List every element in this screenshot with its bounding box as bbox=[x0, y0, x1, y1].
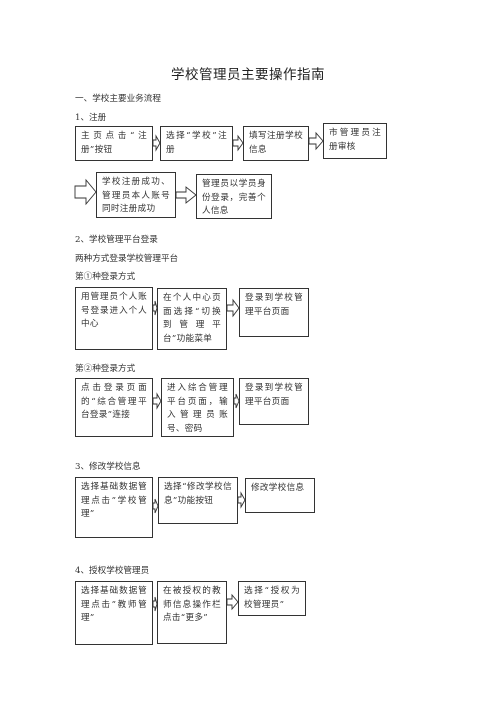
arrow-right-icon bbox=[237, 491, 246, 509]
register-step-6: 管理员以学员身份登录，完善个人信息 bbox=[196, 174, 272, 219]
login-m2-step-1: 点击登录页面的“综合管理平台登录”连接 bbox=[75, 378, 153, 437]
authorize-step-1: 选择基础数据管理点击”教师管理” bbox=[75, 581, 153, 645]
section-4-heading: 4、授权学校管理员 bbox=[75, 566, 150, 576]
login-m2-step-2: 进入综合管理平台页面，输入管理员账号、密码 bbox=[161, 378, 234, 437]
login-intro: 两种方式登录学校管理平台 bbox=[75, 254, 179, 264]
arrow-right-icon bbox=[152, 134, 161, 152]
register-step-3: 填写注册学校信息 bbox=[243, 126, 309, 161]
page-title: 学校管理员主要操作指南 bbox=[171, 67, 325, 83]
login-m1-step-2: 在个人中心页面选择“切换到管理平台”功能菜单 bbox=[157, 288, 227, 350]
arrow-right-icon bbox=[226, 593, 239, 611]
authorize-step-3: 选择“授权为校管理员” bbox=[238, 581, 306, 616]
modify-step-2: 选择“修改学校信息”功能按钮 bbox=[158, 477, 238, 524]
login-m1-step-3: 登录到学校管理平台页面 bbox=[239, 288, 309, 337]
login-m2-step-3: 登录到学校管理平台页面 bbox=[239, 378, 309, 425]
register-step-2: 选择“学校”注册 bbox=[160, 126, 233, 161]
register-step-4: 市管理员注册审核 bbox=[323, 123, 387, 159]
register-step-1: 主页点击“注册”按钮 bbox=[75, 126, 153, 161]
arrow-right-icon bbox=[175, 186, 197, 204]
login-m1-step-1: 用管理员个人账号登录进入个人中心 bbox=[75, 287, 153, 350]
register-step-5: 学校注册成功、管理员本人账号同时注册成功 bbox=[96, 172, 176, 218]
arrow-right-icon bbox=[152, 392, 162, 410]
sub-heading-register: 1、注册 bbox=[75, 113, 107, 123]
arrow-right-icon bbox=[74, 178, 97, 206]
section-3-heading: 3、修改学校信息 bbox=[75, 462, 141, 472]
section-1-heading: 一、学校主要业务流程 bbox=[75, 94, 161, 104]
arrow-right-icon bbox=[226, 298, 240, 318]
login-method-2-label: 第②种登录方式 bbox=[75, 364, 136, 374]
login-method-1-label: 第①种登录方式 bbox=[75, 272, 136, 282]
authorize-step-2: 在被授权的教师信息操作栏点击“更多” bbox=[157, 581, 227, 644]
modify-step-1: 选择基础数据管理点击”学校管理” bbox=[75, 477, 153, 538]
arrow-right-icon bbox=[232, 134, 244, 152]
section-2-heading: 2、学校管理平台登录 bbox=[75, 235, 158, 245]
arrow-right-icon bbox=[308, 131, 324, 151]
modify-step-3: 修改学校信息 bbox=[245, 478, 315, 513]
